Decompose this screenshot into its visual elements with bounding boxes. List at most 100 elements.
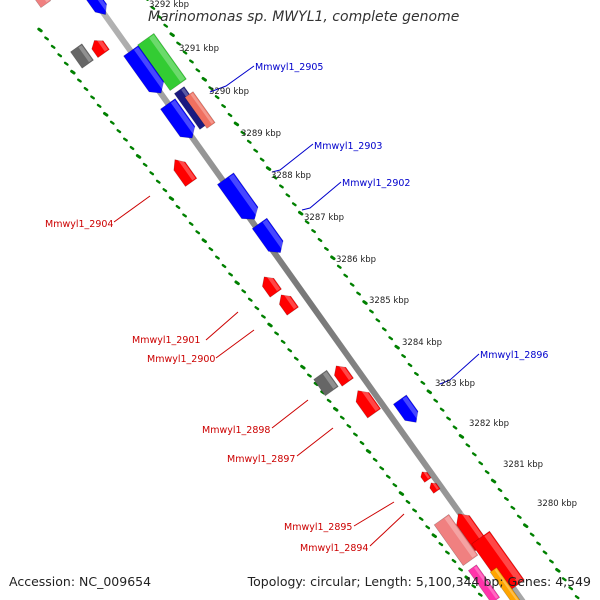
gene-label-Mmwyl1_2901[interactable]: Mmwyl1_2901 (132, 335, 200, 346)
outer-ring-tick (516, 514, 522, 519)
gene-red-small-2[interactable] (428, 481, 441, 494)
gene-label-Mmwyl1_2903[interactable]: Mmwyl1_2903 (314, 141, 382, 152)
inner-ring-tick (313, 381, 319, 387)
inner-ring-tick (333, 406, 339, 412)
outer-ring-tick (555, 568, 561, 573)
inner-ring-tick (162, 188, 168, 193)
gene-grey-1[interactable] (70, 43, 94, 69)
leader-2903 (271, 143, 314, 173)
inner-ring-tick (149, 171, 155, 176)
inner-ring-tick (123, 137, 128, 142)
inner-ring-tick (142, 162, 148, 167)
outer-ring-tick (523, 523, 529, 529)
outer-ring-tick (163, 23, 169, 28)
inner-ring-tick (418, 516, 424, 521)
inner-ring-tick (201, 238, 207, 244)
inner-ring-tick (116, 129, 122, 134)
gene-red-small-1[interactable] (419, 470, 432, 483)
inner-ring-tick (175, 204, 181, 210)
outer-ring-tick (536, 541, 541, 546)
gene-pink-2894[interactable] (433, 513, 479, 567)
outer-ring-tick (330, 255, 336, 261)
inner-ring-tick (451, 558, 457, 564)
inner-ring-tick (63, 61, 69, 66)
tick-label-3291: 3291 kbp (179, 44, 219, 54)
tick-label-3292: 3292 kbp (149, 0, 189, 10)
gene-salmon[interactable] (184, 91, 216, 129)
leader-2902 (301, 181, 342, 211)
tick-label-3283: 3283 kbp (435, 379, 475, 389)
gene-orange-bottom[interactable] (489, 566, 521, 600)
gene-rna-green[interactable] (137, 32, 187, 92)
gene-top-left[interactable] (28, 0, 52, 9)
outer-ring-tick (279, 184, 284, 189)
inner-ring-tick (385, 474, 391, 479)
gene-top-blue[interactable] (84, 0, 111, 19)
inner-ring-tick (168, 196, 175, 201)
outer-ring-tick (356, 291, 361, 296)
gene-label-Mmwyl1_2904[interactable]: Mmwyl1_2904 (45, 219, 113, 230)
outer-ring-tick (529, 532, 535, 537)
inner-ring-tick (267, 322, 273, 328)
gene-label-Mmwyl1_2896[interactable]: Mmwyl1_2896 (480, 350, 548, 361)
gene-label-Mmwyl1_2895[interactable]: Mmwyl1_2895 (284, 522, 352, 533)
gene-label-Mmwyl1_2897[interactable]: Mmwyl1_2897 (227, 454, 295, 465)
inner-ring-tick (458, 567, 463, 572)
outer-ring-tick (317, 237, 323, 243)
gene-red-1[interactable] (89, 36, 110, 58)
inner-ring-tick (326, 398, 332, 403)
outer-ring-tick (336, 264, 342, 269)
gene-blue-2903[interactable] (160, 98, 199, 144)
outer-ring-tick (195, 68, 201, 73)
gene-red-2900[interactable] (275, 291, 299, 316)
gene-label-Mmwyl1_2905[interactable]: Mmwyl1_2905 (255, 62, 323, 73)
outer-ring-tick (253, 148, 259, 153)
outer-ring-tick (285, 193, 291, 198)
outer-ring-tick (420, 380, 426, 385)
outer-ring-tick (497, 487, 503, 493)
leader-2898 (271, 399, 309, 429)
outer-ring-tick (311, 229, 316, 234)
outer-ring-tick (458, 434, 465, 439)
inner-ring-tick (379, 466, 385, 471)
inner-ring-tick (103, 111, 109, 117)
gene-red-2904[interactable] (169, 156, 198, 187)
inner-ring-tick (37, 27, 43, 33)
outer-ring-tick (291, 202, 297, 207)
outer-ring-tick (169, 32, 175, 37)
outer-ring-tick (150, 5, 156, 10)
gene-blue-2902b[interactable] (251, 217, 288, 258)
outer-ring-tick (381, 327, 387, 332)
leader-2896 (439, 353, 480, 385)
inner-ring-tick (280, 339, 286, 344)
gene-red-2897[interactable] (351, 386, 382, 419)
gene-label-Mmwyl1_2902[interactable]: Mmwyl1_2902 (342, 178, 410, 189)
outer-ring-tick (156, 14, 162, 19)
outer-ring-tick (259, 157, 265, 162)
inner-ring-tick (182, 213, 187, 218)
gene-magenta-bottom[interactable] (467, 564, 501, 600)
gene-grey-2898[interactable] (313, 369, 339, 397)
outer-ring-tick (414, 371, 419, 376)
inner-ring-tick (129, 145, 135, 151)
gene-blue-2902a[interactable] (216, 172, 262, 225)
gene-label-Mmwyl1_2898[interactable]: Mmwyl1_2898 (202, 425, 270, 436)
gene-label-Mmwyl1_2894[interactable]: Mmwyl1_2894 (300, 543, 368, 554)
inner-ring-tick (247, 297, 253, 302)
gene-label-Mmwyl1_2900[interactable]: Mmwyl1_2900 (147, 354, 215, 365)
accession-text: Accession: NC_009654 (9, 574, 152, 589)
gene-blue-2905[interactable] (123, 45, 169, 99)
gene-red-2898a[interactable] (330, 362, 354, 387)
outer-ring-tick (176, 41, 181, 46)
inner-ring-tick (405, 499, 411, 505)
outer-ring-tick (574, 595, 580, 600)
inner-ring-tick (109, 120, 115, 125)
gene-red-2901[interactable] (258, 273, 282, 298)
gene-blue-2896[interactable] (392, 394, 422, 427)
outer-ring-tick (343, 273, 349, 278)
outer-ring-tick (265, 166, 272, 171)
outer-tick-ring (145, 0, 580, 600)
leader-2904 (113, 195, 151, 223)
outer-ring-tick (490, 478, 497, 484)
